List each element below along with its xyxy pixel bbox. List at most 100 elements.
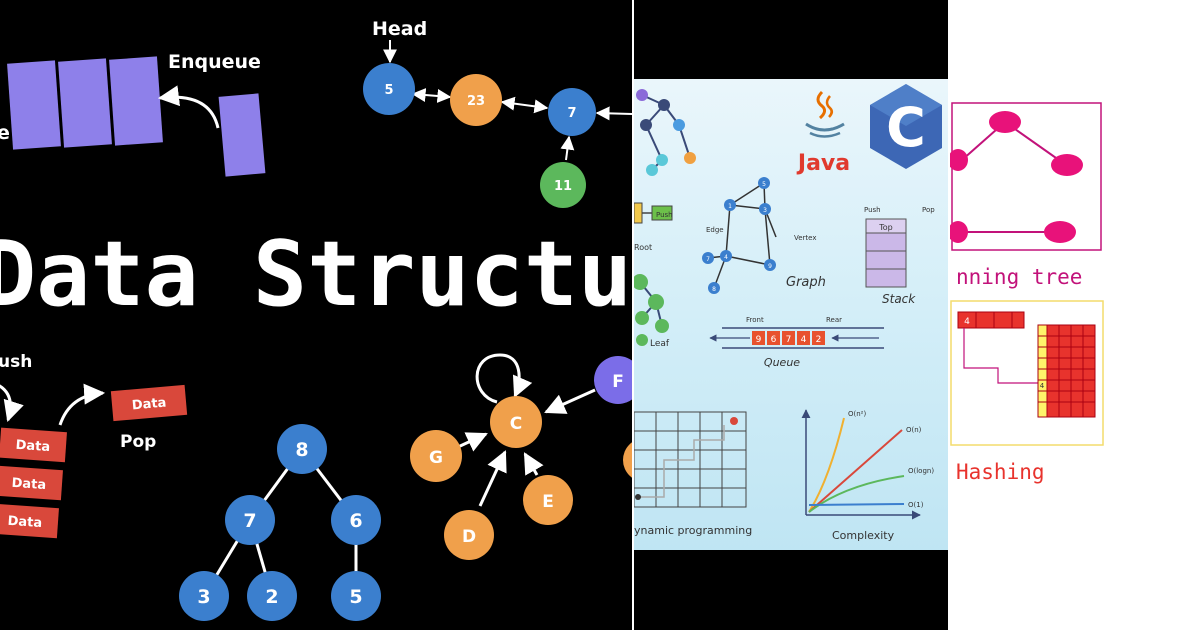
c-language-logo: C bbox=[870, 84, 942, 169]
thumbnail-graph: 5 1 3 7 4 9 8 Edge Vertex Graph bbox=[702, 177, 826, 294]
tree-node-value: 5 bbox=[349, 586, 362, 608]
graph-node-label: C bbox=[510, 414, 522, 434]
hashing-frame bbox=[950, 300, 1104, 446]
tree-node-value: 6 bbox=[349, 510, 362, 532]
stack-diagram: ush Data Data Data Data Pop bbox=[0, 352, 188, 539]
tree-node-value: 2 bbox=[265, 586, 278, 608]
complexity-curve-label: O(n) bbox=[906, 426, 922, 434]
graph-node-label: 4 bbox=[724, 254, 728, 261]
complexity-curve-label: O(logn) bbox=[908, 467, 934, 475]
spanning-tree-diagram: nning tree bbox=[950, 102, 1102, 289]
list-node bbox=[363, 63, 415, 115]
hashing-diagram: 4 4 Hashing bbox=[950, 300, 1104, 484]
complexity-curve-label: O(n²) bbox=[848, 410, 866, 418]
list-node bbox=[548, 88, 596, 136]
graph-edge bbox=[457, 432, 488, 452]
list-node-value: 7 bbox=[567, 106, 576, 121]
graph-edge-label: Edge bbox=[706, 226, 724, 234]
queue-value: 4 bbox=[801, 335, 807, 345]
mini-tree-diagram bbox=[636, 89, 696, 176]
complexity-curve-label: O(1) bbox=[908, 501, 924, 509]
stack-item-label: Data bbox=[11, 476, 47, 493]
complexity-graph: O(n²) O(n) O(logn) O(1) Complexity bbox=[801, 409, 934, 542]
push-arrow bbox=[0, 384, 24, 423]
spanning-tree-frame bbox=[951, 102, 1102, 251]
complexity-caption: Complexity bbox=[832, 529, 895, 542]
tree-node-value: 7 bbox=[243, 510, 256, 532]
stack-item-label: Data bbox=[15, 438, 51, 455]
queue-front-label: Front bbox=[746, 316, 764, 324]
java-label: Java bbox=[796, 151, 850, 176]
queue-diagram: Enqueue e bbox=[0, 51, 266, 177]
queue-block bbox=[58, 58, 112, 148]
tree-node bbox=[331, 495, 381, 545]
push-label-fragment: ush bbox=[0, 352, 32, 372]
tree-node-value: 3 bbox=[197, 586, 210, 608]
graph-node-label: 5 bbox=[762, 181, 766, 188]
tree-node-value: 8 bbox=[295, 439, 308, 461]
thumbnail-stack: Push Pop Top Stack bbox=[864, 206, 935, 306]
spanning-tree-caption: nning tree bbox=[956, 265, 1082, 289]
graph-node bbox=[410, 430, 462, 482]
leaf-tree-diagram: Leaf bbox=[634, 274, 670, 349]
spanning-tree-node bbox=[989, 111, 1021, 133]
spanning-tree-node bbox=[1051, 154, 1083, 176]
enqueue-label: Enqueue bbox=[168, 51, 261, 73]
spanning-tree-node bbox=[950, 221, 968, 243]
pop-arrow bbox=[58, 383, 106, 426]
graph-node-label: G bbox=[429, 448, 443, 468]
list-node-value: 23 bbox=[467, 94, 485, 109]
graph-node-label: F bbox=[612, 372, 624, 392]
data-structures-illustration: Enqueue e Head 5 23 7 11 Data Structures… bbox=[0, 18, 632, 621]
list-node-value: 11 bbox=[554, 179, 572, 194]
graph-edge bbox=[478, 450, 507, 507]
graph-node-label: 9 bbox=[768, 263, 772, 270]
thumbnail-queue: Front Rear 9 6 7 4 2 Queue bbox=[709, 316, 884, 369]
queue-value: 6 bbox=[771, 335, 777, 345]
link-arrow bbox=[500, 96, 549, 114]
graph-edge bbox=[544, 388, 596, 414]
java-logo: Java bbox=[796, 90, 850, 176]
graph-node bbox=[594, 356, 632, 404]
head-label: Head bbox=[372, 18, 427, 40]
stack-item bbox=[0, 465, 63, 501]
queue-block bbox=[7, 60, 61, 150]
graph-node-label: D bbox=[462, 527, 476, 547]
queue-value: 9 bbox=[756, 335, 762, 345]
tree-node bbox=[225, 495, 275, 545]
stack-caption: Stack bbox=[882, 292, 916, 306]
directed-graph-diagram: C G D E F bbox=[410, 353, 632, 560]
graph-node bbox=[490, 396, 542, 448]
list-node bbox=[450, 74, 502, 126]
graph-node bbox=[523, 475, 573, 525]
panel-divider bbox=[632, 0, 634, 630]
linked-list-diagram: Head 5 23 7 11 bbox=[363, 18, 632, 208]
hash-row-index: 4 bbox=[1040, 382, 1045, 390]
tree-root-label: Root bbox=[634, 243, 652, 252]
link-arrow bbox=[595, 106, 632, 121]
data-structures-panel: Enqueue e Head 5 23 7 11 Data Structures… bbox=[0, 18, 632, 621]
self-loop-arrow bbox=[475, 353, 533, 404]
panel-divider bbox=[948, 0, 950, 630]
graph-node-label: E bbox=[542, 492, 554, 512]
queue-caption: Queue bbox=[764, 356, 800, 369]
tree-node bbox=[179, 571, 229, 621]
queue-value: 7 bbox=[786, 335, 792, 345]
popped-item-label: Data bbox=[131, 396, 167, 414]
thumbnail-illustration: Java C Push Root Leaf 5 1 bbox=[634, 79, 948, 550]
popped-item bbox=[110, 384, 188, 422]
stack-push-label: Push bbox=[864, 206, 881, 214]
tree-node bbox=[277, 424, 327, 474]
graph-caption: Graph bbox=[786, 275, 826, 290]
graph-node-partial bbox=[623, 442, 632, 478]
graph-vertex-label: Vertex bbox=[794, 234, 817, 242]
list-node-value: 5 bbox=[384, 83, 393, 98]
spanning-tree-node bbox=[1044, 221, 1076, 243]
dp-caption: ynamic programming bbox=[634, 524, 752, 537]
leaf-label: Leaf bbox=[650, 339, 670, 349]
stack-item bbox=[0, 427, 67, 463]
enqueue-arrow bbox=[157, 85, 220, 129]
graph-edge bbox=[523, 452, 544, 476]
stack-item bbox=[0, 503, 59, 539]
hashing-caption: Hashing bbox=[956, 460, 1045, 484]
